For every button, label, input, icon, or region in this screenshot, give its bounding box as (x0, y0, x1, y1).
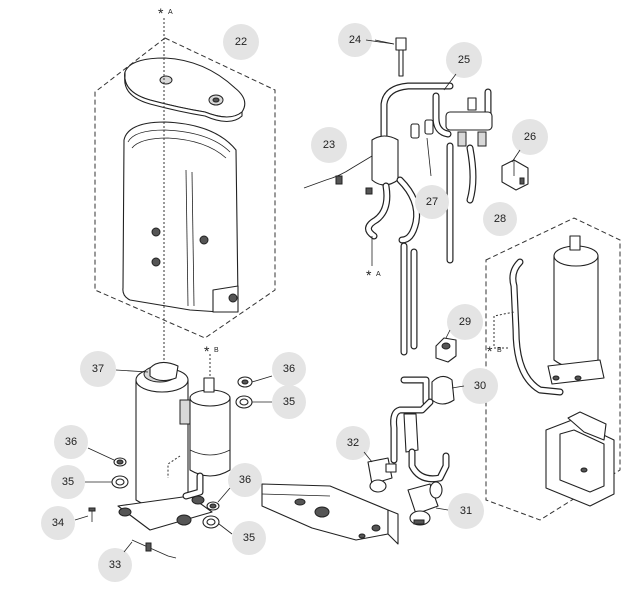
svg-text:B: B (497, 347, 502, 354)
marker-a-bottom: * A (366, 267, 381, 283)
part-35-washer-a (235, 395, 253, 409)
callout-36-left: 36 (54, 425, 88, 459)
part-33-wire-clip (145, 542, 152, 552)
marker-a-top: * A (158, 5, 173, 21)
callout-29: 29 (447, 304, 483, 340)
svg-text:35: 35 (283, 396, 295, 408)
part-34-screw (88, 507, 96, 522)
callout-36-lower: 36 (228, 463, 262, 497)
svg-text:36: 36 (65, 436, 77, 448)
callout-33: 33 (98, 548, 132, 582)
leader-lines (74, 39, 521, 553)
callout-32: 32 (336, 426, 370, 460)
callout-34: 34 (41, 506, 75, 540)
part-33-wire (131, 539, 177, 559)
part-26-solenoid-coil (501, 159, 529, 191)
svg-text:25: 25 (458, 54, 470, 66)
receiver-bracket (545, 411, 615, 507)
svg-text:*: * (487, 343, 493, 359)
svg-text:32: 32 (347, 437, 359, 449)
svg-text:34: 34 (52, 517, 64, 529)
part-23-sensor-wire (303, 155, 373, 189)
svg-text:28: 28 (494, 213, 506, 225)
marker-b-compressor: * B (204, 343, 219, 359)
callout-26: 26 (512, 119, 548, 155)
leader-35a (167, 455, 181, 478)
callout-22: 22 (223, 24, 259, 60)
callout-31: 31 (448, 493, 484, 529)
part-35-washer-b (111, 475, 129, 489)
svg-text:*: * (366, 267, 372, 283)
callout-35-left: 35 (51, 465, 85, 499)
callout-37: 37 (80, 351, 116, 387)
callout-35-upper: 35 (272, 385, 306, 419)
callout-27: 27 (415, 185, 449, 219)
svg-text:27: 27 (426, 196, 438, 208)
part-36-grommet-b (113, 457, 127, 467)
part-25-reversing-valve-piping (365, 82, 493, 264)
part-35-washer-c (202, 515, 220, 529)
callout-25: 25 (446, 42, 482, 78)
callout-23: 23 (311, 127, 347, 163)
part-30-strainer (390, 375, 455, 483)
svg-text:33: 33 (109, 559, 121, 571)
callout-36-upper: 36 (272, 352, 306, 386)
svg-text:24: 24 (349, 34, 361, 46)
svg-text:26: 26 (524, 131, 536, 143)
svg-text:A: A (376, 271, 381, 278)
assembly-axis-b2 (493, 311, 515, 349)
part-22-insulation-jacket (122, 121, 239, 313)
part-32-service-valve (367, 457, 397, 493)
callout-30: 30 (462, 368, 498, 404)
callout-35-lower: 35 (232, 521, 266, 555)
part-37-compressor (117, 361, 213, 531)
svg-text:A: A (168, 9, 173, 16)
svg-text:23: 23 (323, 139, 335, 151)
part-31-service-valve (407, 481, 443, 526)
part-24-valve (374, 37, 407, 77)
svg-text:35: 35 (243, 532, 255, 544)
capillary-pipe (400, 242, 418, 356)
receiver-group-boundary (485, 217, 621, 521)
marker-b-receiver: * B (487, 343, 502, 359)
part-22-insulation-lid (124, 57, 246, 123)
part-36-grommet-c (206, 501, 220, 511)
part-29-flare-nut (435, 337, 457, 363)
svg-text:*: * (158, 5, 164, 21)
svg-text:37: 37 (92, 363, 104, 375)
mounting-bracket (261, 483, 399, 545)
svg-text:35: 35 (62, 476, 74, 488)
svg-text:30: 30 (474, 380, 486, 392)
compressor-accumulator (182, 377, 231, 500)
svg-text:36: 36 (283, 363, 295, 375)
part-36-grommet-a (237, 376, 253, 388)
jacket-group-boundary (94, 37, 276, 339)
svg-text:22: 22 (235, 36, 247, 48)
callout-24: 24 (338, 23, 372, 57)
part-27-clip (410, 119, 434, 177)
part-28-receiver-tank (509, 235, 605, 396)
svg-text:29: 29 (459, 316, 471, 328)
svg-text:31: 31 (460, 505, 472, 517)
svg-text:36: 36 (239, 474, 251, 486)
svg-text:B: B (214, 347, 219, 354)
svg-text:*: * (204, 343, 210, 359)
callout-28: 28 (483, 202, 517, 236)
